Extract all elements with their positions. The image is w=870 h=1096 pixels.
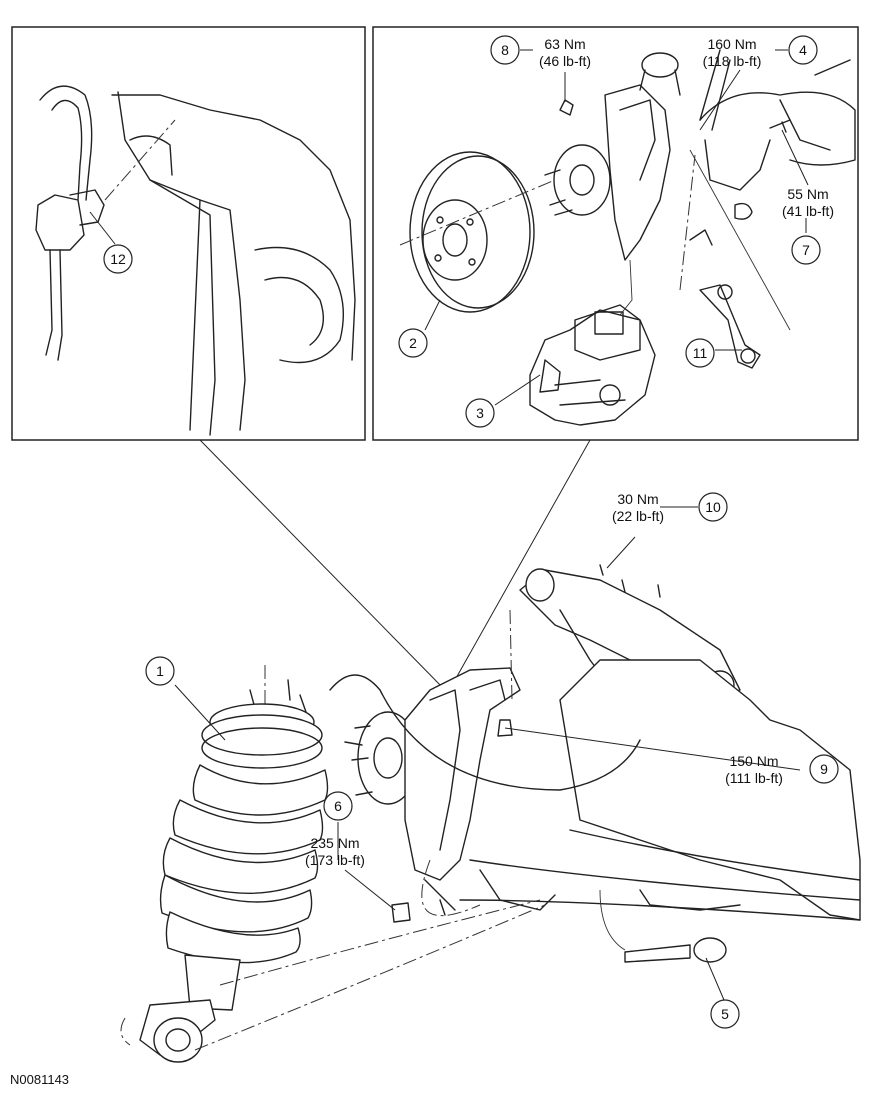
callout-8: 8 — [490, 35, 520, 65]
callout-9: 9 — [809, 754, 839, 784]
callout-11: 11 — [685, 338, 715, 368]
callout-1: 1 — [145, 656, 175, 686]
svg-text:2: 2 — [409, 335, 417, 351]
callout-3: 3 — [465, 398, 495, 428]
svg-text:(118 lb-ft): (118 lb-ft) — [703, 53, 762, 69]
right-inset-drawing — [399, 49, 856, 426]
callout-5: 5 — [710, 999, 740, 1029]
callout-7: 7 — [791, 235, 821, 265]
callout-leaders — [89, 49, 809, 1001]
svg-text:(46 lb-ft): (46 lb-ft) — [539, 53, 591, 69]
svg-text:11: 11 — [693, 345, 708, 361]
inset-left-frame — [11, 26, 366, 441]
torque-label-8: 63 Nm (46 lb-ft) — [539, 36, 591, 69]
svg-text:1: 1 — [156, 663, 164, 679]
svg-text:5: 5 — [721, 1006, 729, 1022]
callout-12: 12 — [103, 244, 133, 274]
torque-label-7: 55 Nm (41 lb-ft) — [782, 186, 834, 219]
svg-text:7: 7 — [802, 242, 810, 258]
svg-text:160 Nm: 160 Nm — [707, 36, 756, 52]
svg-text:8: 8 — [501, 42, 509, 58]
svg-text:30 Nm: 30 Nm — [617, 491, 658, 507]
svg-text:10: 10 — [705, 499, 721, 515]
main-drawing — [120, 564, 861, 1063]
torque-label-9: 150 Nm (111 lb-ft) — [725, 753, 783, 786]
callout-4: 4 — [788, 35, 818, 65]
svg-text:(41 lb-ft): (41 lb-ft) — [782, 203, 834, 219]
svg-text:6: 6 — [334, 798, 342, 814]
svg-text:9: 9 — [820, 761, 828, 777]
svg-text:55 Nm: 55 Nm — [787, 186, 828, 202]
svg-text:(173 lb-ft): (173 lb-ft) — [305, 852, 365, 868]
callout-6: 6 — [323, 791, 353, 821]
torque-label-10: 30 Nm (22 lb-ft) — [612, 491, 664, 524]
figure-id: N0081143 — [10, 1072, 70, 1087]
svg-text:63 Nm: 63 Nm — [544, 36, 585, 52]
svg-text:4: 4 — [799, 42, 807, 58]
svg-text:(111 lb-ft): (111 lb-ft) — [725, 770, 783, 786]
svg-text:235 Nm: 235 Nm — [310, 835, 359, 851]
callout-10: 10 — [698, 492, 728, 522]
left-inset-drawing — [35, 85, 356, 436]
torque-label-4: 160 Nm (118 lb-ft) — [703, 36, 762, 69]
svg-text:12: 12 — [110, 251, 126, 267]
svg-text:3: 3 — [476, 405, 484, 421]
torque-label-6: 235 Nm (173 lb-ft) — [305, 835, 365, 868]
svg-text:150 Nm: 150 Nm — [729, 753, 778, 769]
callout-2: 2 — [398, 328, 428, 358]
svg-text:(22 lb-ft): (22 lb-ft) — [612, 508, 664, 524]
